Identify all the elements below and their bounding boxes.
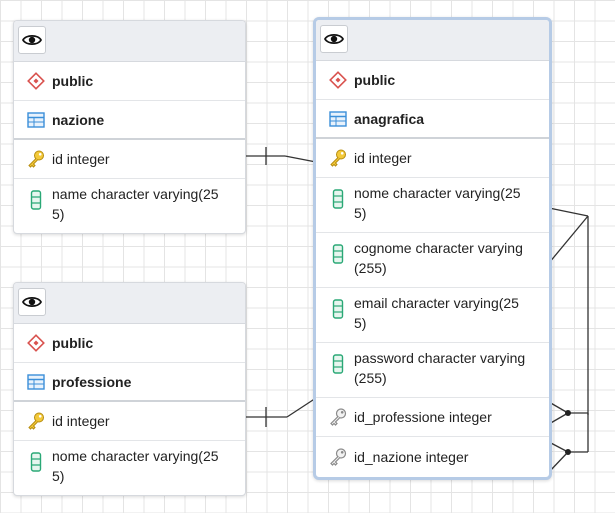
schema-row: public — [316, 61, 549, 100]
table-grid-icon — [26, 372, 46, 392]
schema-name: public — [52, 335, 94, 351]
column-row-cognome[interactable]: cognome character varying (255) — [316, 233, 549, 288]
link-anagrafica-right[interactable] — [548, 207, 589, 473]
column-icon — [328, 189, 348, 209]
column-row-nome[interactable]: nome character varying(25 5) — [14, 441, 245, 495]
column-row-id[interactable]: id integer — [14, 140, 245, 179]
schema-name: public — [354, 72, 396, 88]
column-icon — [26, 452, 46, 472]
link-professione-anagrafica[interactable] — [246, 397, 317, 427]
table-node-anagrafica[interactable]: public anagrafica id integer nome charac… — [313, 17, 552, 480]
column-label: name character varying(25 5) — [52, 186, 219, 222]
column-label: id integer — [52, 151, 110, 167]
eye-icon — [22, 34, 42, 46]
column-row-email[interactable]: email character varying(25 5) — [316, 288, 549, 343]
table-row: professione — [14, 363, 245, 402]
table-node-professione[interactable]: public professione id integer nome chara… — [13, 282, 246, 496]
column-label: cognome character varying (255) — [354, 240, 523, 276]
table-grid-icon — [26, 110, 46, 130]
view-toggle-button[interactable] — [18, 26, 46, 54]
table-name: professione — [52, 373, 132, 390]
table-name: nazione — [52, 111, 105, 128]
table-node-nazione[interactable]: public nazione id integer name character… — [13, 20, 246, 234]
column-icon — [328, 244, 348, 264]
node-header — [316, 20, 549, 61]
schema-row: public — [14, 62, 245, 101]
eye-icon — [324, 33, 344, 45]
key-icon — [26, 411, 46, 431]
column-label: id_nazione integer — [354, 448, 469, 465]
column-icon — [328, 299, 348, 319]
schema-name: public — [52, 73, 94, 89]
key-icon — [26, 149, 46, 169]
column-row-id-professione[interactable]: id_professione integer — [316, 398, 549, 437]
table-name: anagrafica — [354, 110, 425, 127]
column-label: nome character varying(25 5) — [52, 448, 219, 484]
column-row-id-nazione[interactable]: id_nazione integer — [316, 437, 549, 476]
node-header — [14, 21, 245, 62]
column-row-id[interactable]: id integer — [14, 402, 245, 441]
column-label: id integer — [52, 413, 110, 429]
column-row-id[interactable]: id integer — [316, 139, 549, 178]
eye-icon — [22, 296, 42, 308]
schema-diamond-icon — [26, 71, 46, 91]
schema-diamond-icon — [328, 70, 348, 90]
schema-row: public — [14, 324, 245, 363]
table-grid-icon — [328, 109, 348, 129]
column-label: password character varying (255) — [354, 350, 526, 386]
column-row-nome[interactable]: nome character varying(25 5) — [316, 178, 549, 233]
column-icon — [328, 354, 348, 374]
view-toggle-button[interactable] — [18, 288, 46, 316]
column-label: nome character varying(25 5) — [354, 185, 521, 221]
column-label: id integer — [354, 150, 412, 166]
key-outline-icon — [328, 447, 348, 467]
column-label: email character varying(25 5) — [354, 295, 519, 331]
table-row: anagrafica — [316, 100, 549, 139]
link-nazione-anagrafica[interactable] — [246, 147, 317, 165]
table-row: nazione — [14, 101, 245, 140]
column-row-name[interactable]: name character varying(25 5) — [14, 179, 245, 233]
schema-diamond-icon — [26, 333, 46, 353]
column-icon — [26, 190, 46, 210]
column-label: id_professione integer — [354, 409, 492, 425]
key-outline-icon — [328, 407, 348, 427]
key-icon — [328, 148, 348, 168]
column-row-password[interactable]: password character varying (255) — [316, 343, 549, 398]
node-header — [14, 283, 245, 324]
view-toggle-button[interactable] — [320, 25, 348, 53]
